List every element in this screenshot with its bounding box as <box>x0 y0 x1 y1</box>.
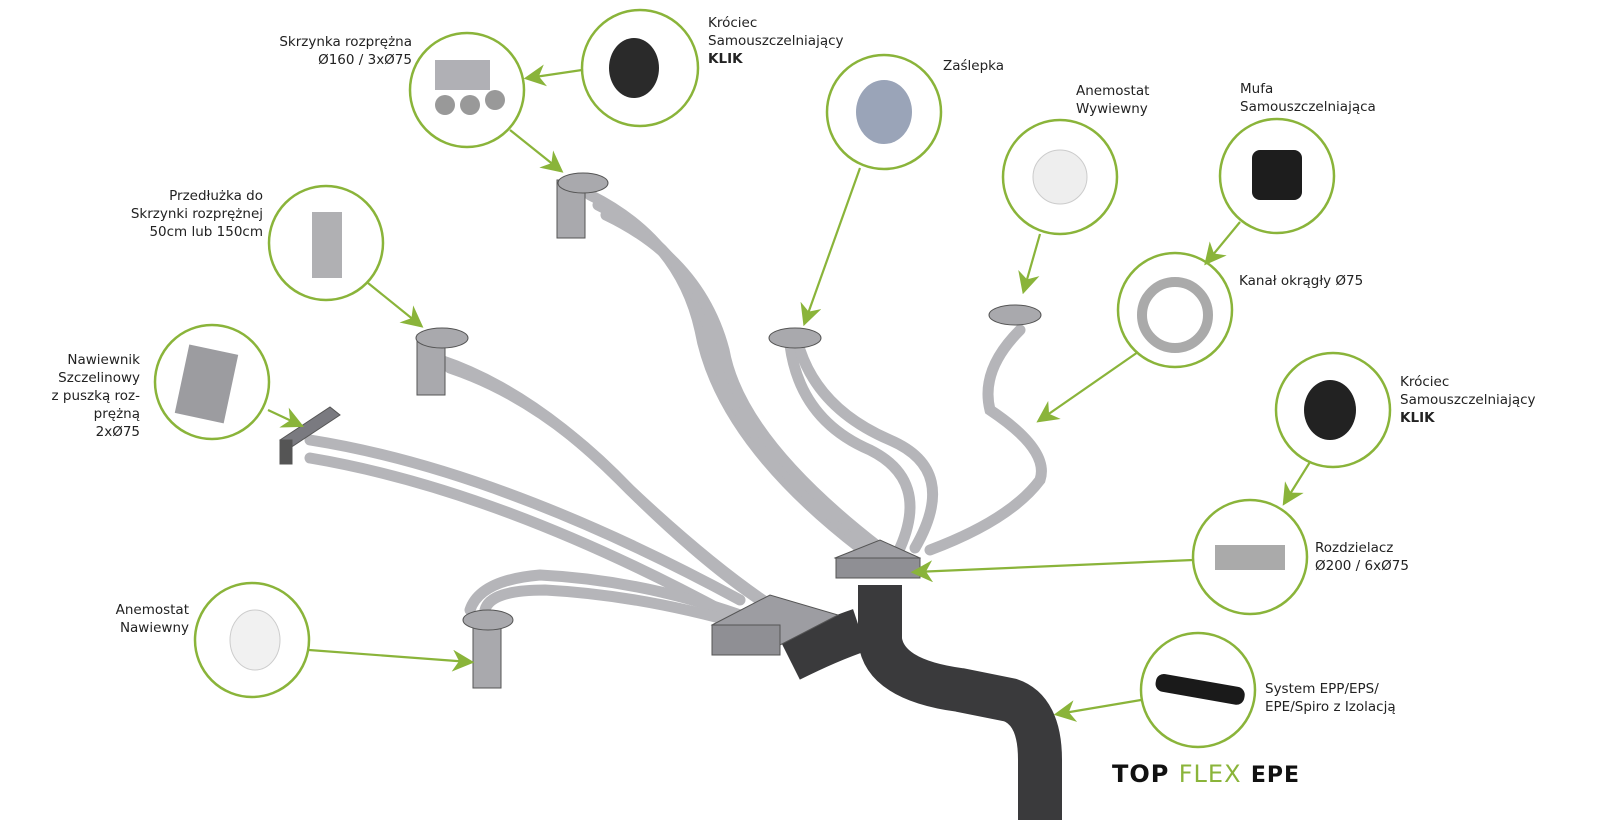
fittings <box>279 172 1042 689</box>
label-line: EPE/Spiro z Izolacją <box>1265 699 1396 715</box>
label-line: Rozdzielacz <box>1315 540 1394 556</box>
label-line: KLIK <box>1400 410 1435 426</box>
callout-arrows <box>267 64 1311 722</box>
label-line: Króciec <box>1400 374 1450 390</box>
label-line: KLIK <box>708 51 743 67</box>
label-line: Króciec <box>708 15 758 31</box>
label-line: prężną <box>93 406 140 422</box>
label-line: z puszką roz- <box>51 388 140 404</box>
label-line: Wywiewny <box>1076 101 1148 117</box>
label-line: 50cm lub 150cm <box>149 224 263 240</box>
logo-epe: EPE <box>1250 763 1301 788</box>
label-line: System EPP/EPS/ <box>1265 681 1379 697</box>
label-przedluzka: Przedłużka do Skrzynki rozprężnej 50cm lub… <box>131 187 263 241</box>
label-line: Nawiewnik <box>67 352 140 368</box>
label-kanal: Kanał okrągły Ø75 <box>1239 272 1363 290</box>
main-duct <box>780 585 1062 820</box>
label-system: System EPP/EPS/EPE/Spiro z Izolacją <box>1265 680 1396 716</box>
product-images <box>174 38 1356 705</box>
label-line: Anemostat <box>1076 83 1150 99</box>
label-line: Szczelinowy <box>58 370 140 386</box>
label-line: Skrzynki rozprężnej <box>130 206 263 222</box>
label-line: Ø160 / 3xØ75 <box>318 52 412 68</box>
label-line: Samouszczelniająca <box>1240 99 1376 115</box>
label-line: 2xØ75 <box>95 424 140 440</box>
label-line: Nawiewny <box>119 620 189 636</box>
label-line: Samouszczelniający <box>708 33 844 49</box>
label-line: Skrzynka rozprężna <box>279 34 412 50</box>
label-line: Samouszczelniający <box>1400 392 1536 408</box>
label-line: Anemostat <box>115 602 189 618</box>
flex-ducts <box>304 189 1047 631</box>
topflex-logo: TOP FLEX EPE <box>1112 760 1300 788</box>
label-line: Zaślepka <box>943 58 1005 74</box>
logo-top: TOP <box>1112 760 1170 788</box>
label-line: Przedłużka do <box>169 188 263 204</box>
label-line: Kanał okrągły Ø75 <box>1239 273 1364 289</box>
logo-flex: FLEX <box>1178 760 1242 788</box>
label-line: Ø200 / 6xØ75 <box>1315 558 1409 574</box>
label-line: Mufa <box>1240 81 1274 97</box>
label-zaslepka: Zaślepka <box>943 57 1004 75</box>
